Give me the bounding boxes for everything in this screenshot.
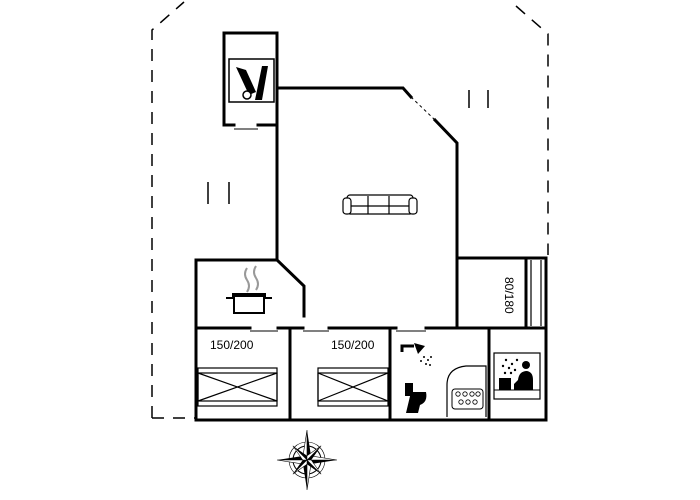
utility-tools-icon	[228, 58, 275, 103]
toilet-icon	[405, 383, 427, 413]
door-marks	[234, 96, 436, 332]
cooking-pot-icon	[226, 265, 272, 314]
compass-rose-icon	[276, 429, 338, 491]
sauna-icon	[493, 352, 541, 400]
window-marks	[207, 90, 489, 204]
bed-size-label-1: 150/200	[210, 338, 254, 352]
bed-icon-1	[197, 367, 278, 407]
bed-size-label-3: 80/180	[502, 277, 516, 314]
sofa-icon	[342, 194, 418, 215]
terrace-outline	[151, 1, 549, 419]
hot-tub-icon	[446, 365, 487, 417]
walls	[194, 31, 548, 422]
shower-icon	[400, 343, 432, 366]
bed-size-label-2: 150/200	[331, 338, 375, 352]
bed-icon-2	[317, 367, 389, 407]
